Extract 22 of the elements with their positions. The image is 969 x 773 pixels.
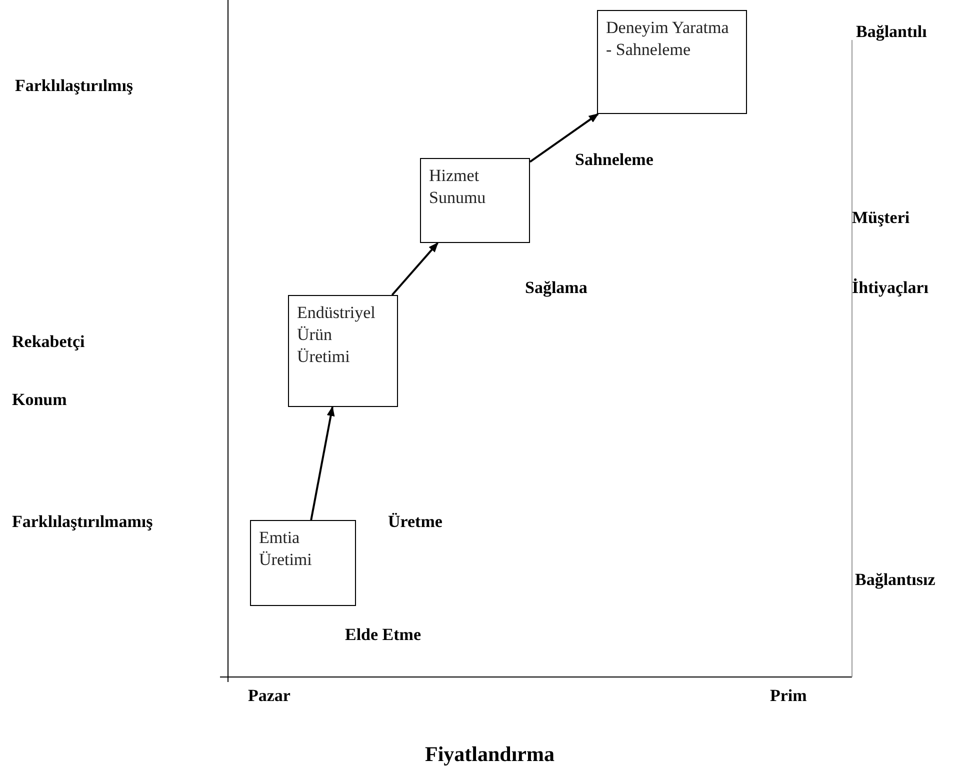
arrow	[391, 242, 438, 296]
axis-label: Rekabetçi	[12, 332, 85, 352]
axis-label: Üretme	[388, 512, 442, 532]
process-box: Deneyim Yaratma - Sahneleme	[597, 10, 747, 114]
axis-label: Farklılaştırılmış	[15, 76, 134, 96]
arrow	[529, 113, 599, 163]
axis-label: Elde Etme	[345, 625, 422, 645]
arrow	[310, 406, 335, 520]
axis-label: Farklılaştırılmamış	[12, 512, 153, 532]
axis-title: Fiyatlandırma	[425, 742, 554, 767]
process-box: Emtia Üretimi	[250, 520, 356, 606]
axis-label: Müşteri	[852, 208, 910, 228]
axis-label: Sahneleme	[575, 150, 654, 170]
axis-label: Pazar	[248, 686, 290, 706]
process-box: Hizmet Sunumu	[420, 158, 530, 243]
axis-label: Konum	[12, 390, 67, 410]
process-box: Endüstriyel Ürün Üretimi	[288, 295, 398, 407]
axis-label: Prim	[770, 686, 807, 706]
axis-label: Bağlantısız	[855, 570, 936, 590]
axis-label: İhtiyaçları	[852, 278, 928, 298]
axis-label: Sağlama	[525, 278, 588, 298]
axis-label: Bağlantılı	[856, 22, 927, 42]
